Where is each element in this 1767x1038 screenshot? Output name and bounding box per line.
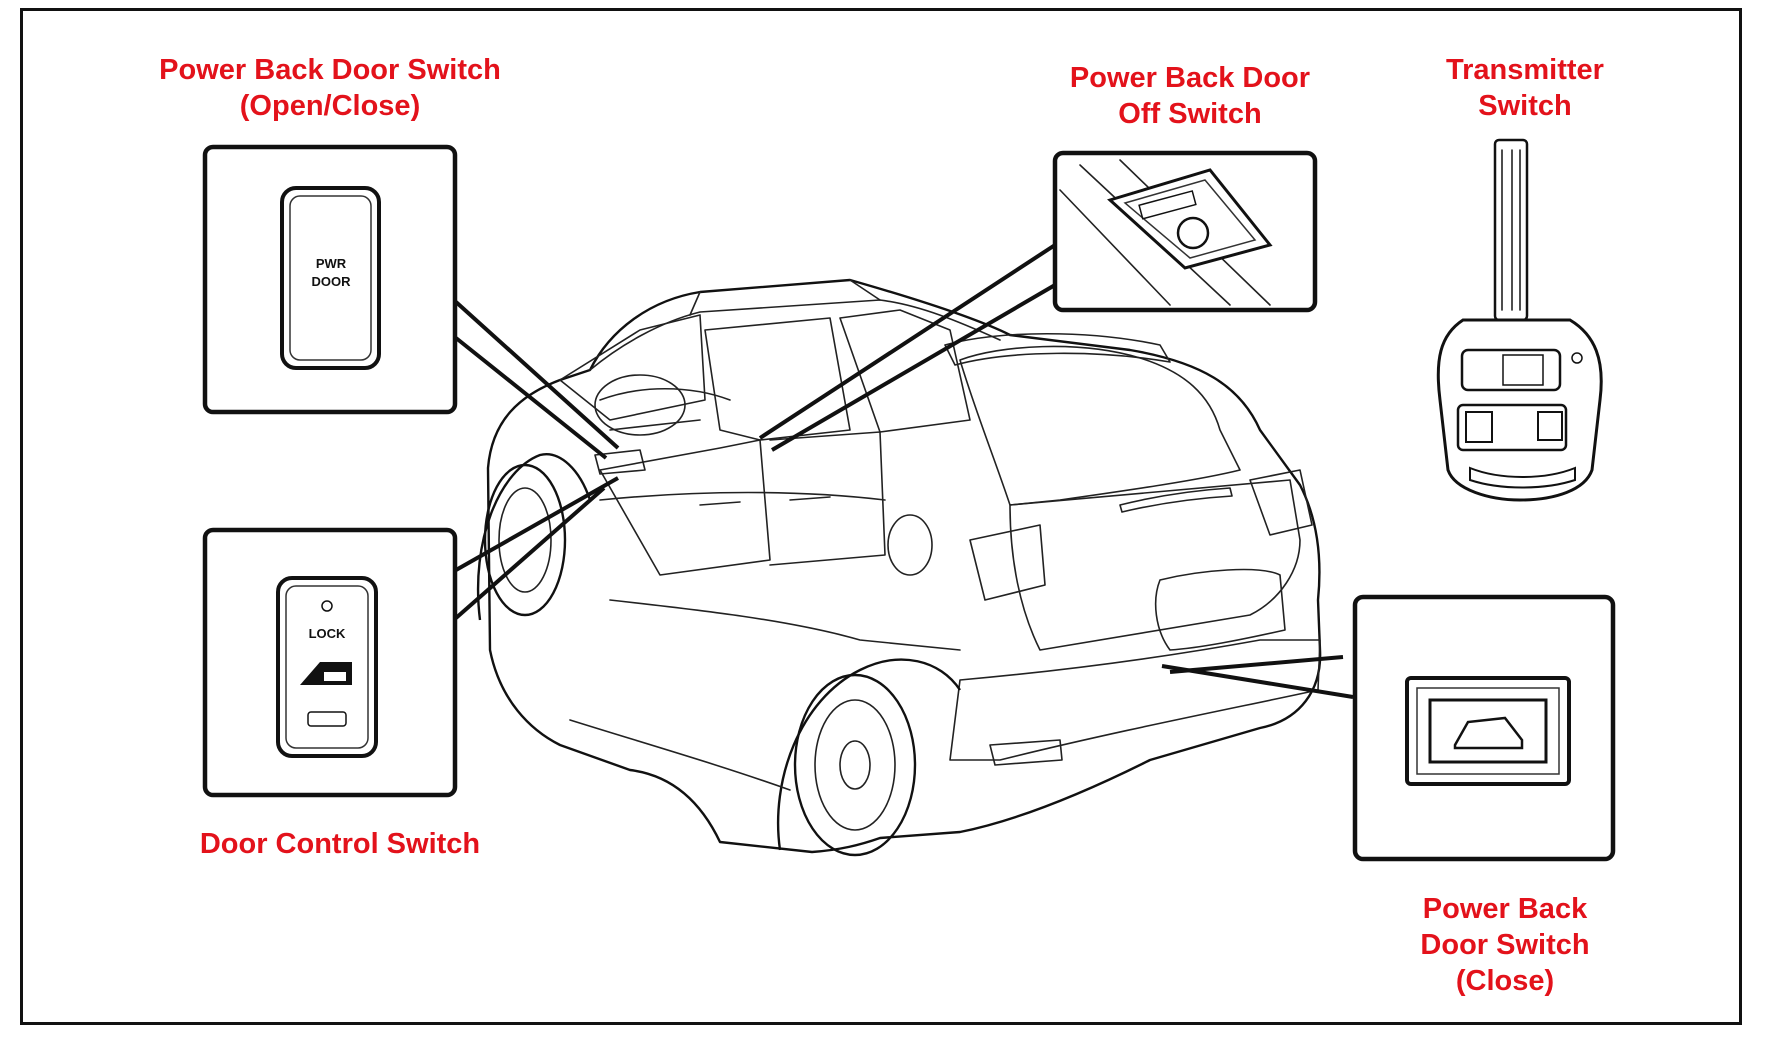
- car-illustration: [476, 278, 1322, 857]
- inset-pwr-door-switch: PWR DOOR: [202, 144, 458, 415]
- off-button-icon: [1176, 216, 1210, 250]
- label-power-back-door-off-switch: Power Back Door Off Switch: [1040, 60, 1340, 132]
- label-line: Transmitter: [1446, 54, 1604, 86]
- label-line: Door Control Switch: [199, 828, 481, 860]
- leader-lines: [454, 243, 1354, 699]
- inset-power-back-door-off-switch: [1052, 150, 1318, 313]
- inset-power-back-door-close-switch: [1352, 594, 1616, 862]
- lock-label: LOCK: [309, 626, 346, 641]
- unlock-icon: [307, 711, 347, 727]
- label-line: Off Switch: [1118, 98, 1262, 130]
- pwr-label: PWR: [316, 256, 347, 271]
- label-line: (Open/Close): [239, 90, 421, 122]
- label-door-control-switch: Door Control Switch: [180, 826, 500, 862]
- label-line: Switch: [1478, 90, 1572, 122]
- label-power-back-door-switch-open-close: Power Back Door Switch (Open/Close): [150, 52, 510, 124]
- label-line: Power Back Door: [1069, 62, 1311, 94]
- label-line: (Close): [1455, 965, 1555, 997]
- inset-door-control-switch: LOCK: [202, 527, 458, 798]
- label-power-back-door-switch-close: Power Back Door Switch (Close): [1400, 891, 1610, 999]
- back-door-icon: [1453, 716, 1524, 750]
- label-transmitter-switch: Transmitter Switch: [1420, 52, 1630, 124]
- label-line: Door Switch: [1420, 929, 1590, 961]
- door-label: DOOR: [312, 274, 352, 289]
- label-line: Power Back Door Switch: [159, 54, 501, 86]
- label-line: Power Back: [1422, 893, 1588, 925]
- indicator-led-icon: [321, 600, 333, 612]
- transmitter-key-icon: [1436, 138, 1603, 502]
